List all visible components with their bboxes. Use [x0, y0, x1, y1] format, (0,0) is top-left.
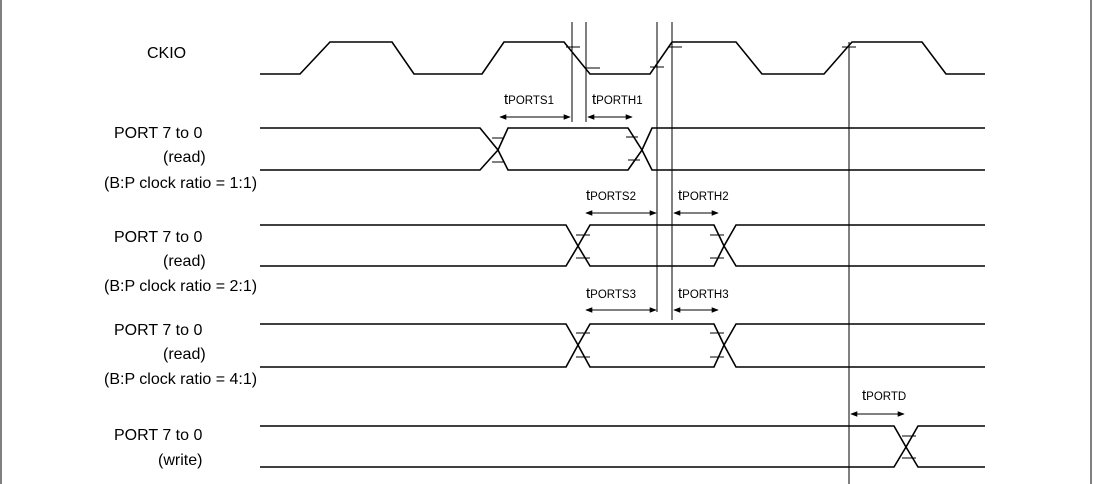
port-read2-mode: (read) [163, 253, 206, 270]
port-read3-mode: (read) [163, 346, 206, 363]
port-read2-upper [260, 224, 985, 248]
porth3-label: tPORTH3 [678, 285, 729, 302]
port-write-lower [260, 445, 985, 468]
port-read3-name: PORT 7 to 0 [114, 322, 202, 339]
port-read2-name: PORT 7 to 0 [114, 229, 202, 246]
ckio-waveform [260, 41, 985, 75]
port-read3-ratio: (B:P clock ratio = 4:1) [104, 371, 257, 388]
ports1-label: tPORTS1 [504, 91, 554, 108]
portd-label: tPORTD [862, 387, 906, 404]
port-write-mode: (write) [158, 452, 202, 469]
port-write-upper [260, 425, 985, 449]
port-read2-ratio: (B:P clock ratio = 2:1) [104, 278, 257, 295]
port-read2-lower [260, 244, 985, 267]
ports3-label: tPORTS3 [586, 285, 636, 302]
port-read1-mode: (read) [163, 149, 206, 166]
port-read1-ratio: (B:P clock ratio = 1:1) [104, 175, 257, 192]
port-write-name: PORT 7 to 0 [114, 427, 202, 444]
port-read1-lower [260, 148, 985, 171]
ckio-label: CKIO [147, 45, 186, 62]
port-read1-upper [260, 127, 985, 152]
port-read3-lower [260, 343, 985, 368]
porth2-label: tPORTH2 [678, 187, 729, 204]
tick-marks [492, 46, 916, 459]
porth1-label: tPORTH1 [592, 91, 643, 108]
port-read1-name: PORT 7 to 0 [114, 125, 202, 142]
ports2-label: tPORTS2 [586, 187, 636, 204]
port-read3-upper [260, 323, 985, 347]
